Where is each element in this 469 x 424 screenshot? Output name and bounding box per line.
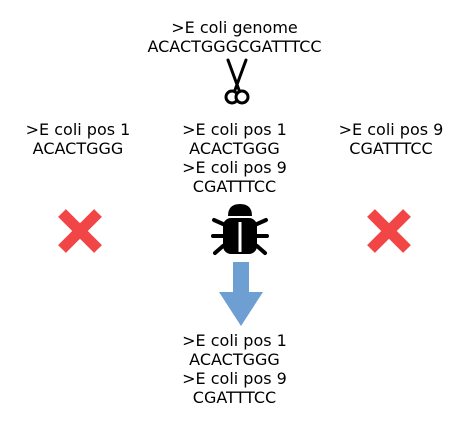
cross-icon-left — [58, 209, 102, 253]
genome-sequence: ACACTGGGCGATTTCC — [147, 37, 322, 56]
output-second-sequence: CGATTTCC — [192, 388, 277, 407]
right-fragment-header: >E coli pos 9 — [338, 120, 444, 139]
output-second-header: >E coli pos 9 — [182, 369, 287, 388]
left-fragment-sequence: ACACTGGG — [32, 139, 124, 158]
cross-icon-right — [367, 209, 411, 253]
genome-header: >E coli genome — [171, 18, 298, 37]
left-fragment: >E coli pos 1 ACACTGGG — [0, 120, 156, 158]
right-fragment: >E coli pos 9 CGATTTCC — [313, 120, 469, 158]
genome-block: >E coli genome ACACTGGGCGATTTCC — [0, 18, 469, 56]
middle-second-header: >E coli pos 9 — [182, 158, 287, 177]
output-first-sequence: ACACTGGG — [189, 350, 280, 369]
arrow-down-icon — [219, 262, 263, 326]
output-fragments: >E coli pos 1 ACACTGGG >E coli pos 9 CGA… — [156, 331, 313, 407]
bug-icon — [211, 204, 269, 255]
middle-fragments: >E coli pos 1 ACACTGGG >E coli pos 9 CGA… — [156, 120, 313, 196]
middle-first-header: >E coli pos 1 — [182, 120, 287, 139]
right-fragment-sequence: CGATTTCC — [349, 139, 433, 158]
middle-first-sequence: ACACTGGG — [189, 139, 280, 158]
scissors-icon — [224, 58, 250, 105]
middle-second-sequence: CGATTTCC — [192, 177, 277, 196]
output-first-header: >E coli pos 1 — [182, 331, 287, 350]
left-fragment-header: >E coli pos 1 — [25, 120, 131, 139]
